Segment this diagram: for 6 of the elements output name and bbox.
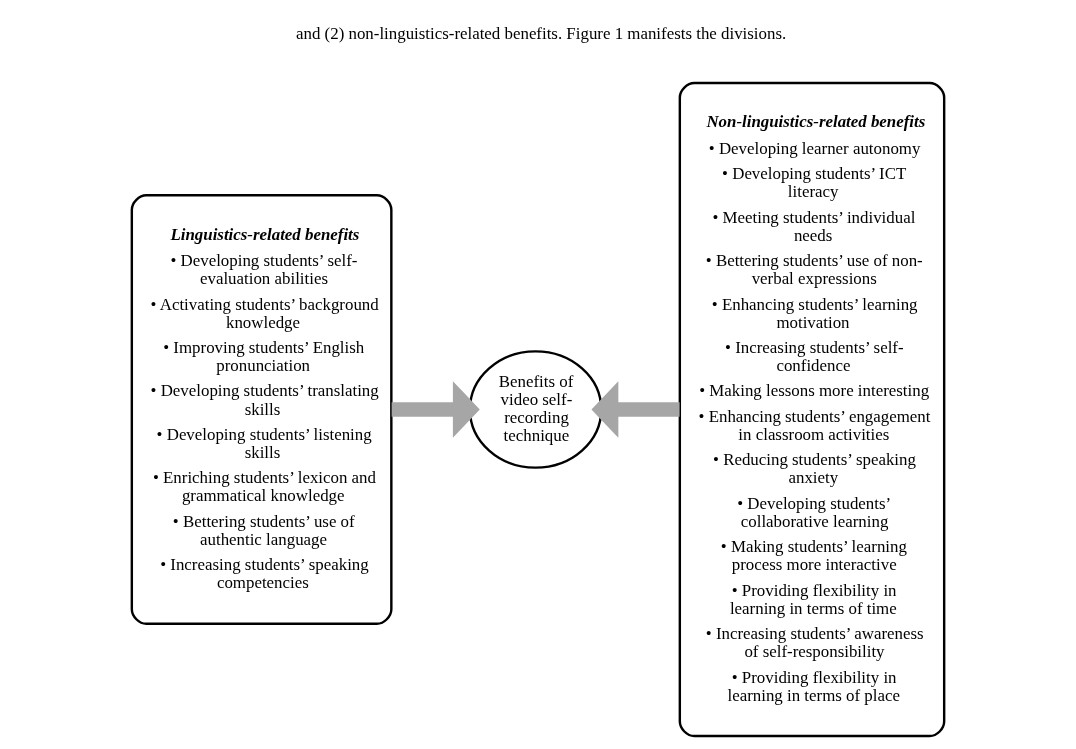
arrow: [391, 381, 480, 438]
node-ellipse: Benefits of video self-recording technique: [468, 350, 603, 469]
node-box: Linguistics-related benefits • Developing students’ self-evaluation abilities • Activating students’ background knowledge • Improving students’ English pronunciation • Developing students’ translating skills • Developing students’ listening skills • Enriching students’ lexicon and grammatical knowledge • Bettering students’ use of authentic language • Increasing students’ speaking competencies: [130, 194, 393, 625]
arrow: [591, 381, 680, 438]
node-box: Non-linguistics-related benefits • Developing learner autonomy • Developing students’ ICT literacy • Meeting students’ individual needs • Bettering students’ use of non-verbal expressions • Enhancing students’ learning motivation • Increasing students’ self-confidence • Making lessons more interesting • Enhancing students’ engagement in classroom activities • Reducing students’ speaking anxiety • Developing students’ collaborative learning • Making students’ learning process more interactive • Providing flexibility in learning in terms of time • Increasing students’ awareness of self-responsibility • Providing flexibility in learning in terms of place: [678, 81, 946, 738]
label: and (2) non-linguistics-related benefits. Figure 1 manifests the divisions.: [295, 24, 787, 44]
